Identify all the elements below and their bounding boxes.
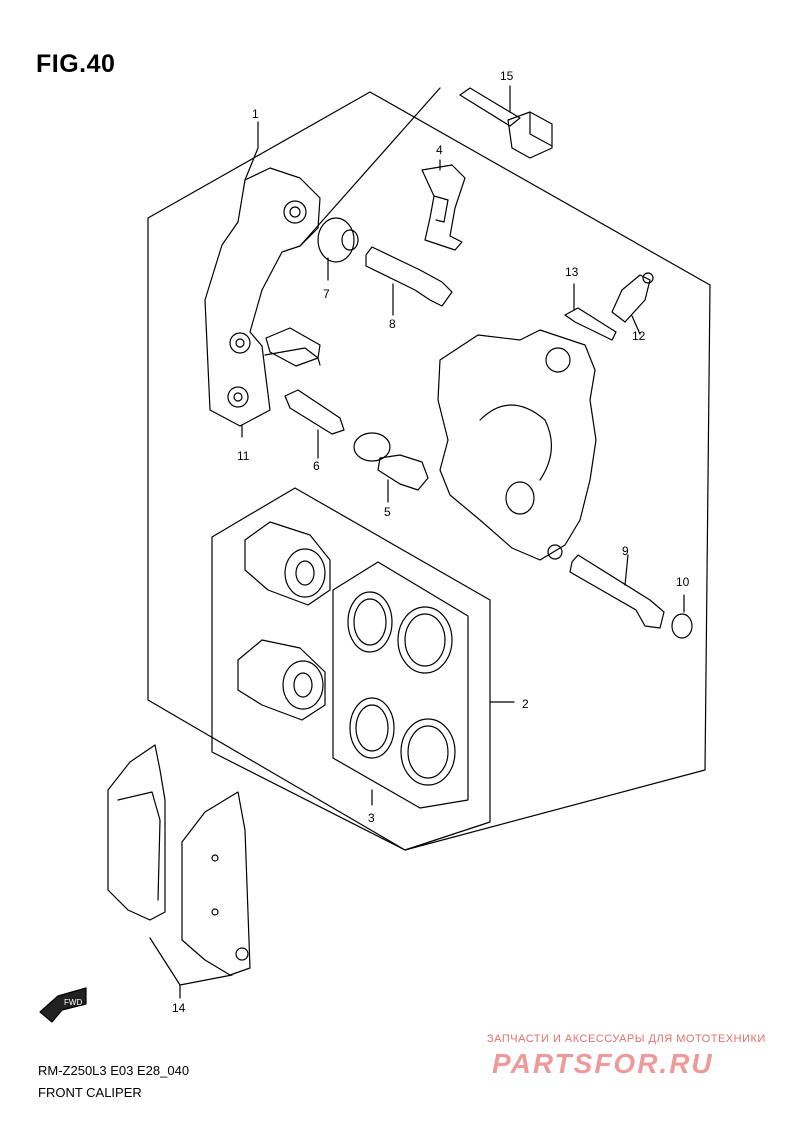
pad-retainer-clip (265, 327, 321, 367)
caliper-bracket (204, 167, 321, 427)
caliper-body (437, 329, 597, 561)
forward-arrow-icon (39, 987, 87, 1023)
assembly-outline (147, 91, 711, 851)
callout-2: 2 (522, 697, 529, 711)
watermark-text: ЗАПЧАСТИ И АКСЕССУАРЫ ДЛЯ МОТОТЕХНИКИ (487, 1033, 766, 1045)
pad-spring (421, 164, 466, 251)
callout-4: 4 (436, 143, 443, 157)
seal-3 (349, 697, 395, 759)
callout-9: 9 (622, 544, 629, 558)
seal-set-outline (332, 561, 469, 809)
mounting-bolt (459, 87, 553, 159)
bleeder-valve (611, 272, 654, 323)
callout-15: 15 (500, 69, 514, 83)
callout-7: 7 (323, 287, 330, 301)
callout-8: 8 (389, 317, 396, 331)
dust-boot (317, 217, 359, 263)
callout-13: 13 (565, 265, 579, 279)
callout-5: 5 (384, 505, 391, 519)
piston-lower (237, 639, 326, 721)
figure-title: FIG.40 (36, 50, 116, 78)
watermark-logo: PARTSFOR.RU (492, 1048, 714, 1079)
bleeder-cap (564, 307, 617, 341)
callout-14: 14 (172, 1001, 186, 1015)
callout-1: 1 (252, 107, 259, 121)
figure-name: FRONT CALIPER (38, 1085, 142, 1100)
slide-bolt (353, 432, 429, 491)
piston-kit-outline (211, 487, 491, 851)
fwd-label: FWD (64, 998, 82, 1007)
callout-6: 6 (313, 459, 320, 473)
callout-12: 12 (632, 329, 646, 343)
callout-11: 11 (237, 449, 250, 463)
callout-3: 3 (368, 811, 375, 825)
caliper-pin (284, 389, 345, 435)
seal-2 (397, 606, 453, 674)
brake-pad-front (107, 744, 166, 921)
seal-4 (400, 718, 456, 786)
callout-10: 10 (676, 575, 690, 589)
seal-1 (347, 591, 393, 653)
brake-pad-rear (181, 791, 251, 976)
piston-upper (244, 521, 331, 606)
model-code: RM-Z250L3 E03 E28_040 (38, 1063, 190, 1078)
pad-pin (569, 554, 665, 629)
slide-pin (365, 246, 453, 307)
leader-lines (149, 85, 685, 999)
pin-clip (671, 613, 693, 639)
